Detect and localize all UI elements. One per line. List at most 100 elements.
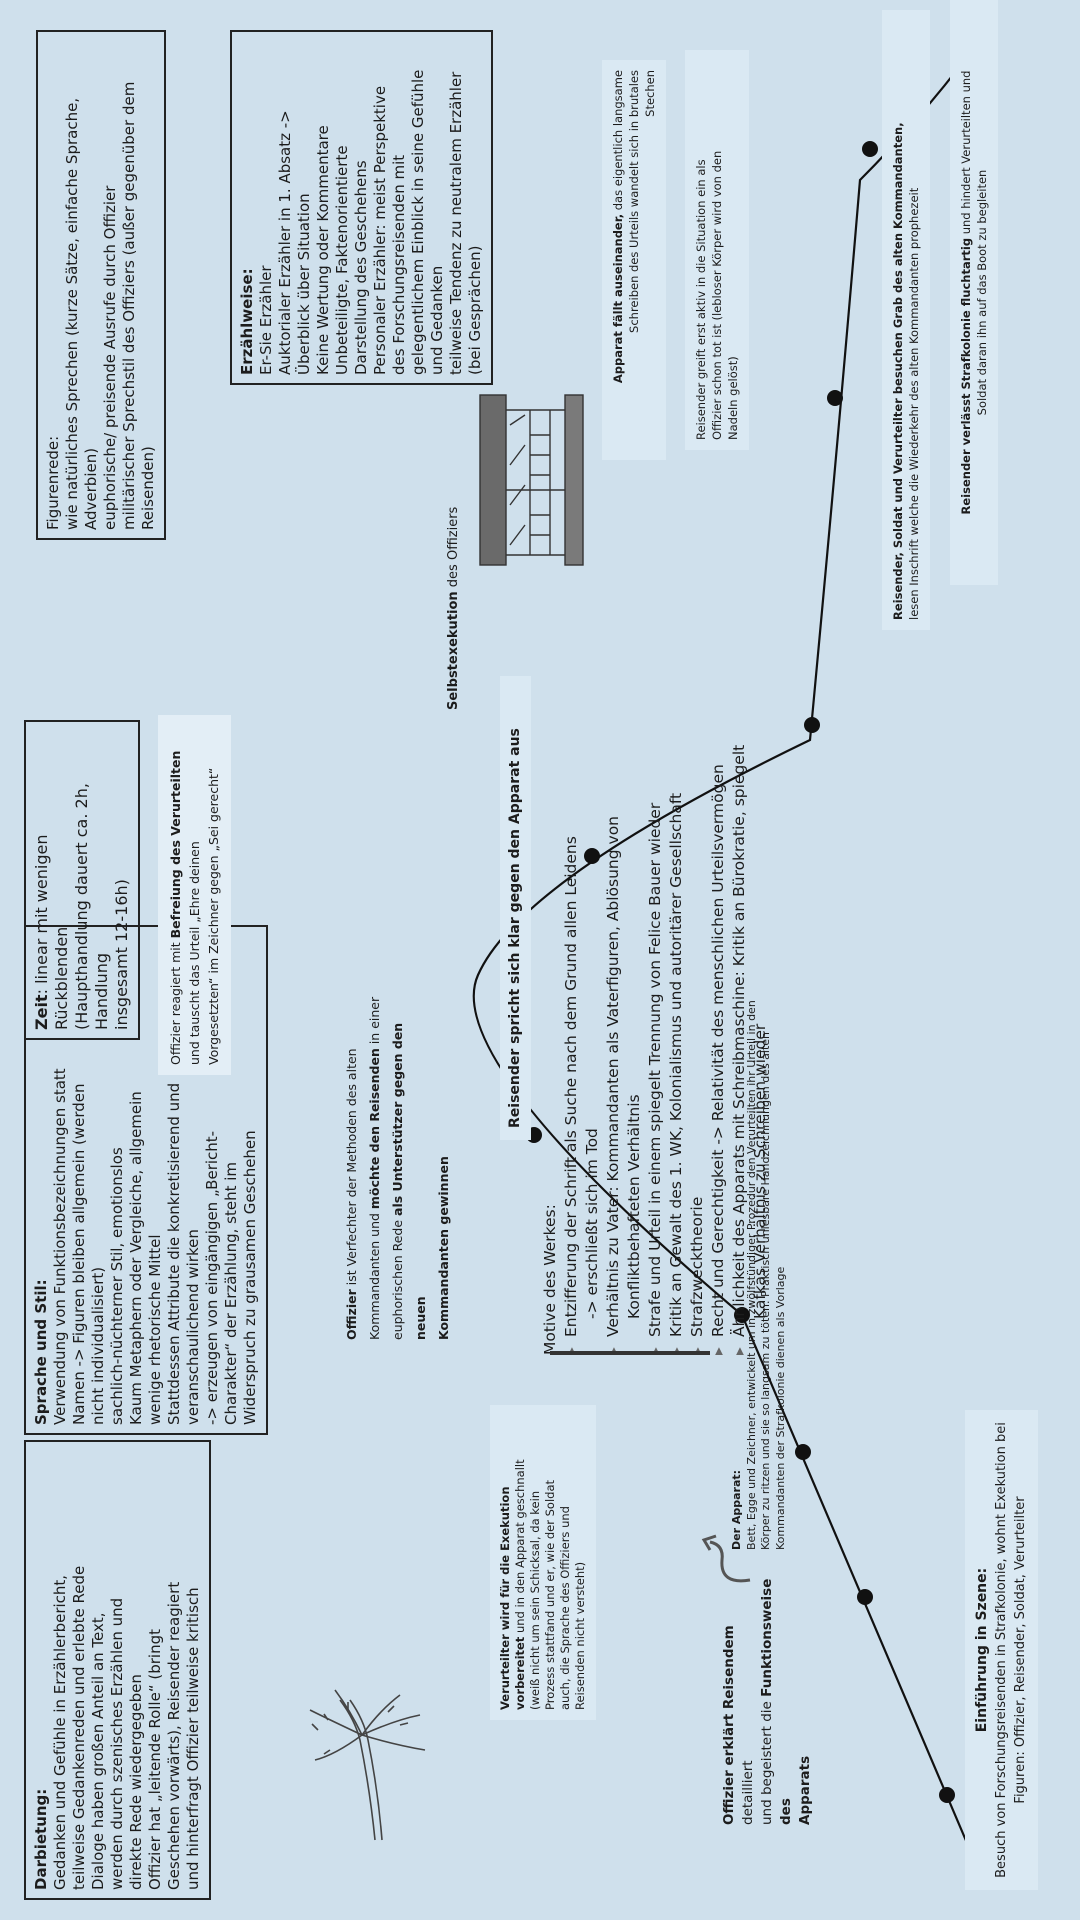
event-bold: Offizier erklärt Reisendem [721,1625,737,1825]
figurenrede-line: Reisenden) [139,446,157,530]
event-bold: Apparat fällt auseinander, [611,213,625,384]
timeline-dot [827,390,843,406]
event-text: und begeistert die [759,1696,775,1825]
event-offizier-reagiert: Offizier reagiert mit Befreiung des Veru… [158,715,231,1075]
figurenrede-line: wie natürliches Sprechen (kurze Sätze, e… [63,97,81,530]
darbietung-title: Darbietung: [32,1788,50,1890]
event-verurteilter: Verurteilter wird für die Exekution vorb… [490,1405,596,1720]
event-text: in einer [367,996,382,1049]
apparat-box: Der Apparat: Bett, Egge und Zeichner, en… [730,910,788,1550]
event-text: Figuren: Offizier, Reisender, Soldat, Ve… [1013,1496,1028,1804]
erzaehlweise-line: Darstellung des Geschehens [352,160,370,375]
event-text: und in den Apparat geschnallt [513,1459,527,1637]
event-verlaesst: Reisender verlässt Strafkolonie fluchtar… [950,0,998,585]
event-grab: Reisender, Soldat und Verurteilter besuc… [882,10,930,630]
darbietung-line: direkte Rede wiedergegeben [127,1674,145,1890]
motive-item: Strafe und Urteil in einem spiegelt Tren… [645,705,666,1355]
event-offizier-verfechter: Offizier ist Verfechter der Methoden des… [340,980,455,1340]
timeline-dot [584,848,600,864]
event-text: euphorischen Rede [390,1215,405,1340]
darbietung-line: Geschehen vorwärts), Reisender reagiert [165,1581,183,1890]
event-bold: Einführung in Szene: [974,1567,990,1733]
motive-item: Konfliktbehafteten Verhältnis [625,1094,643,1319]
event-text: (weiß nicht um sein Schicksal, da kein [528,1490,542,1710]
darbietung-line: Dialoge haben großen Anteil an Text, [89,1612,107,1890]
motive-item: Entzifferung der Schrift als Suche nach … [561,705,582,1355]
event-text: Stechen [643,70,657,117]
event-text: Reisender greift erst aktiv in die Situa… [694,159,708,440]
figurenrede-line: militärischer Sprechstil des Offiziers (… [120,81,138,530]
motive-item: Kritik an Gewalt des 1. WK, Kolonialismu… [666,705,687,1355]
motive-title: Motive des Werkes: [541,1204,559,1355]
event-bold: Selbstexekution [446,591,461,710]
zeit-title: Zeit [32,994,51,1030]
timeline-dot [857,1589,873,1605]
erzaehlweise-line: Er-Sie Erzähler [257,265,275,375]
event-text: Reisenden nicht versteht) [573,1561,587,1710]
timeline-dot [939,1787,955,1803]
apparat-line: Körper zu ritzen und sie so langsam zu t… [759,1031,772,1550]
event-text: Vorgesetzten“ im Zeichner gegen „Sei ger… [206,767,221,1065]
event-text: und tauscht das Urteil „Ehre deinen [187,841,202,1065]
zeit-box: Zeit: linear mit wenigen Rückblenden (Ha… [24,720,140,1040]
event-bold: Apparats [797,1755,813,1825]
motive-item: Recht und Gerechtigkeit -> Relativität d… [708,705,729,1355]
palm-tree-icon [309,1689,426,1841]
darbietung-line: teilweise Gedankenreden und erlebte Rede [70,1565,88,1890]
event-bold: vorbereitet [513,1636,527,1710]
sprache-line: Widerspruch zu grausamen Geschehen [241,1130,259,1425]
event-bold: Befreiung des Verurteilten [168,750,183,939]
erzaehlweise-line: teilweise Tendenz zu neutralem Erzähler [447,71,465,375]
motive-item: Verhältnis zu Vater: Kommandanten als Va… [603,705,624,1355]
event-offizier-erklaert: Offizier erklärt Reisendem detailliert u… [720,1565,815,1825]
erzaehlweise-line: (bei Gesprächen) [466,245,484,375]
zeit-line: (Haupthandlung dauert ca. 2h, Handlung [72,783,111,1030]
erzaehlweise-line: Personaler Erzähler: meist Perspektive [371,85,389,375]
motive-item: -> erschließt sich im Tod [583,1128,601,1319]
event-text: und hindert Verurteilten und [959,70,973,238]
darbietung-line: Offizier hat „leitende Rolle“ (bringt [146,1629,164,1890]
erzaehlweise-line: gelegentlichem Einblick in seine Gefühle [409,69,427,375]
event-text: Prozess stattfand und er, wie der Soldat [543,1479,557,1710]
erzaehlweise-line: des Forschungsreisenden mit [390,154,408,375]
erzaehlweise-line: Überblick über Situation [295,193,313,375]
event-text: Besuch von Forschungsreisenden in Strafk… [994,1422,1009,1878]
event-text: das eigentlich langsame [611,70,625,214]
darbietung-line: Gedanken und Gefühle in Erzählerbericht, [51,1574,69,1890]
event-bold: möchte den Reisenden [367,1048,382,1210]
erzaehlweise-line: und Gedanken [428,265,446,375]
event-bold: Reisender, Soldat und Verurteilter besuc… [891,122,905,620]
darbietung-line: und hinterfragt Offizier teilweise kriti… [184,1587,202,1890]
event-text: lesen Inschrift welche die Wiederkehr de… [907,187,921,620]
event-bold: Reisender spricht sich klar gegen den Ap… [507,728,523,1128]
event-bold: Offizier [344,1289,359,1340]
figurenrede-line: euphorische/ preisende Ausrufe durch Off… [101,185,119,530]
erzaehlweise-title: Erzählweise: [238,268,256,375]
event-text: auch, die Sprache des Offiziers und [558,1506,572,1710]
event-einfuehrung: Einführung in Szene: Besuch von Forschun… [965,1410,1038,1890]
event-apparat-faellt: Apparat fällt auseinander, das eigentlic… [602,60,666,460]
arrow-icon [701,1534,751,1583]
event-bold: Kommandanten gewinnen [436,1156,451,1340]
event-text: Schreiben des Urteils wandelt sich in br… [627,70,641,333]
event-bold: Reisender verlässt Strafkolonie fluchtar… [959,237,973,515]
figurenrede-line: Figurenrede: [44,435,62,530]
event-text: Offizier schon tot ist (lebloser Körper … [710,150,724,440]
event-text: ist Verfechter der Methoden des alten [344,1048,359,1290]
event-text: Soldat daran ihn auf das Boot zu begleit… [975,169,989,416]
event-reisender-spricht: Reisender spricht sich klar gegen den Ap… [500,676,531,1140]
event-bold: Verurteilter wird für die Exekution [498,1486,512,1710]
figurenrede-line: Adverbien) [82,447,100,530]
erzaehlweise-line: Auktorialer Erzähler in 1. Absatz -> [276,110,294,375]
zeit-line: insgesamt 12-16h) [112,879,131,1030]
motive-item: Strafzwecktheorie [687,705,708,1355]
timeline-dot [804,717,820,733]
darbietung-box: Darbietung: Gedanken und Gefühle in Erzä… [24,1440,211,1900]
erzaehlweise-line: Keine Wertung oder Kommentare [314,125,332,375]
figurenrede-box: Figurenrede: wie natürliches Sprechen (k… [36,30,166,540]
apparat-line: Bett, Egge und Zeichner, entwickelt um i… [744,1000,758,1550]
timeline-dot [795,1444,811,1460]
timeline-dot [862,141,878,157]
erzaehlweise-line: Unbeteiligte, Faktenorientierte [333,145,351,375]
